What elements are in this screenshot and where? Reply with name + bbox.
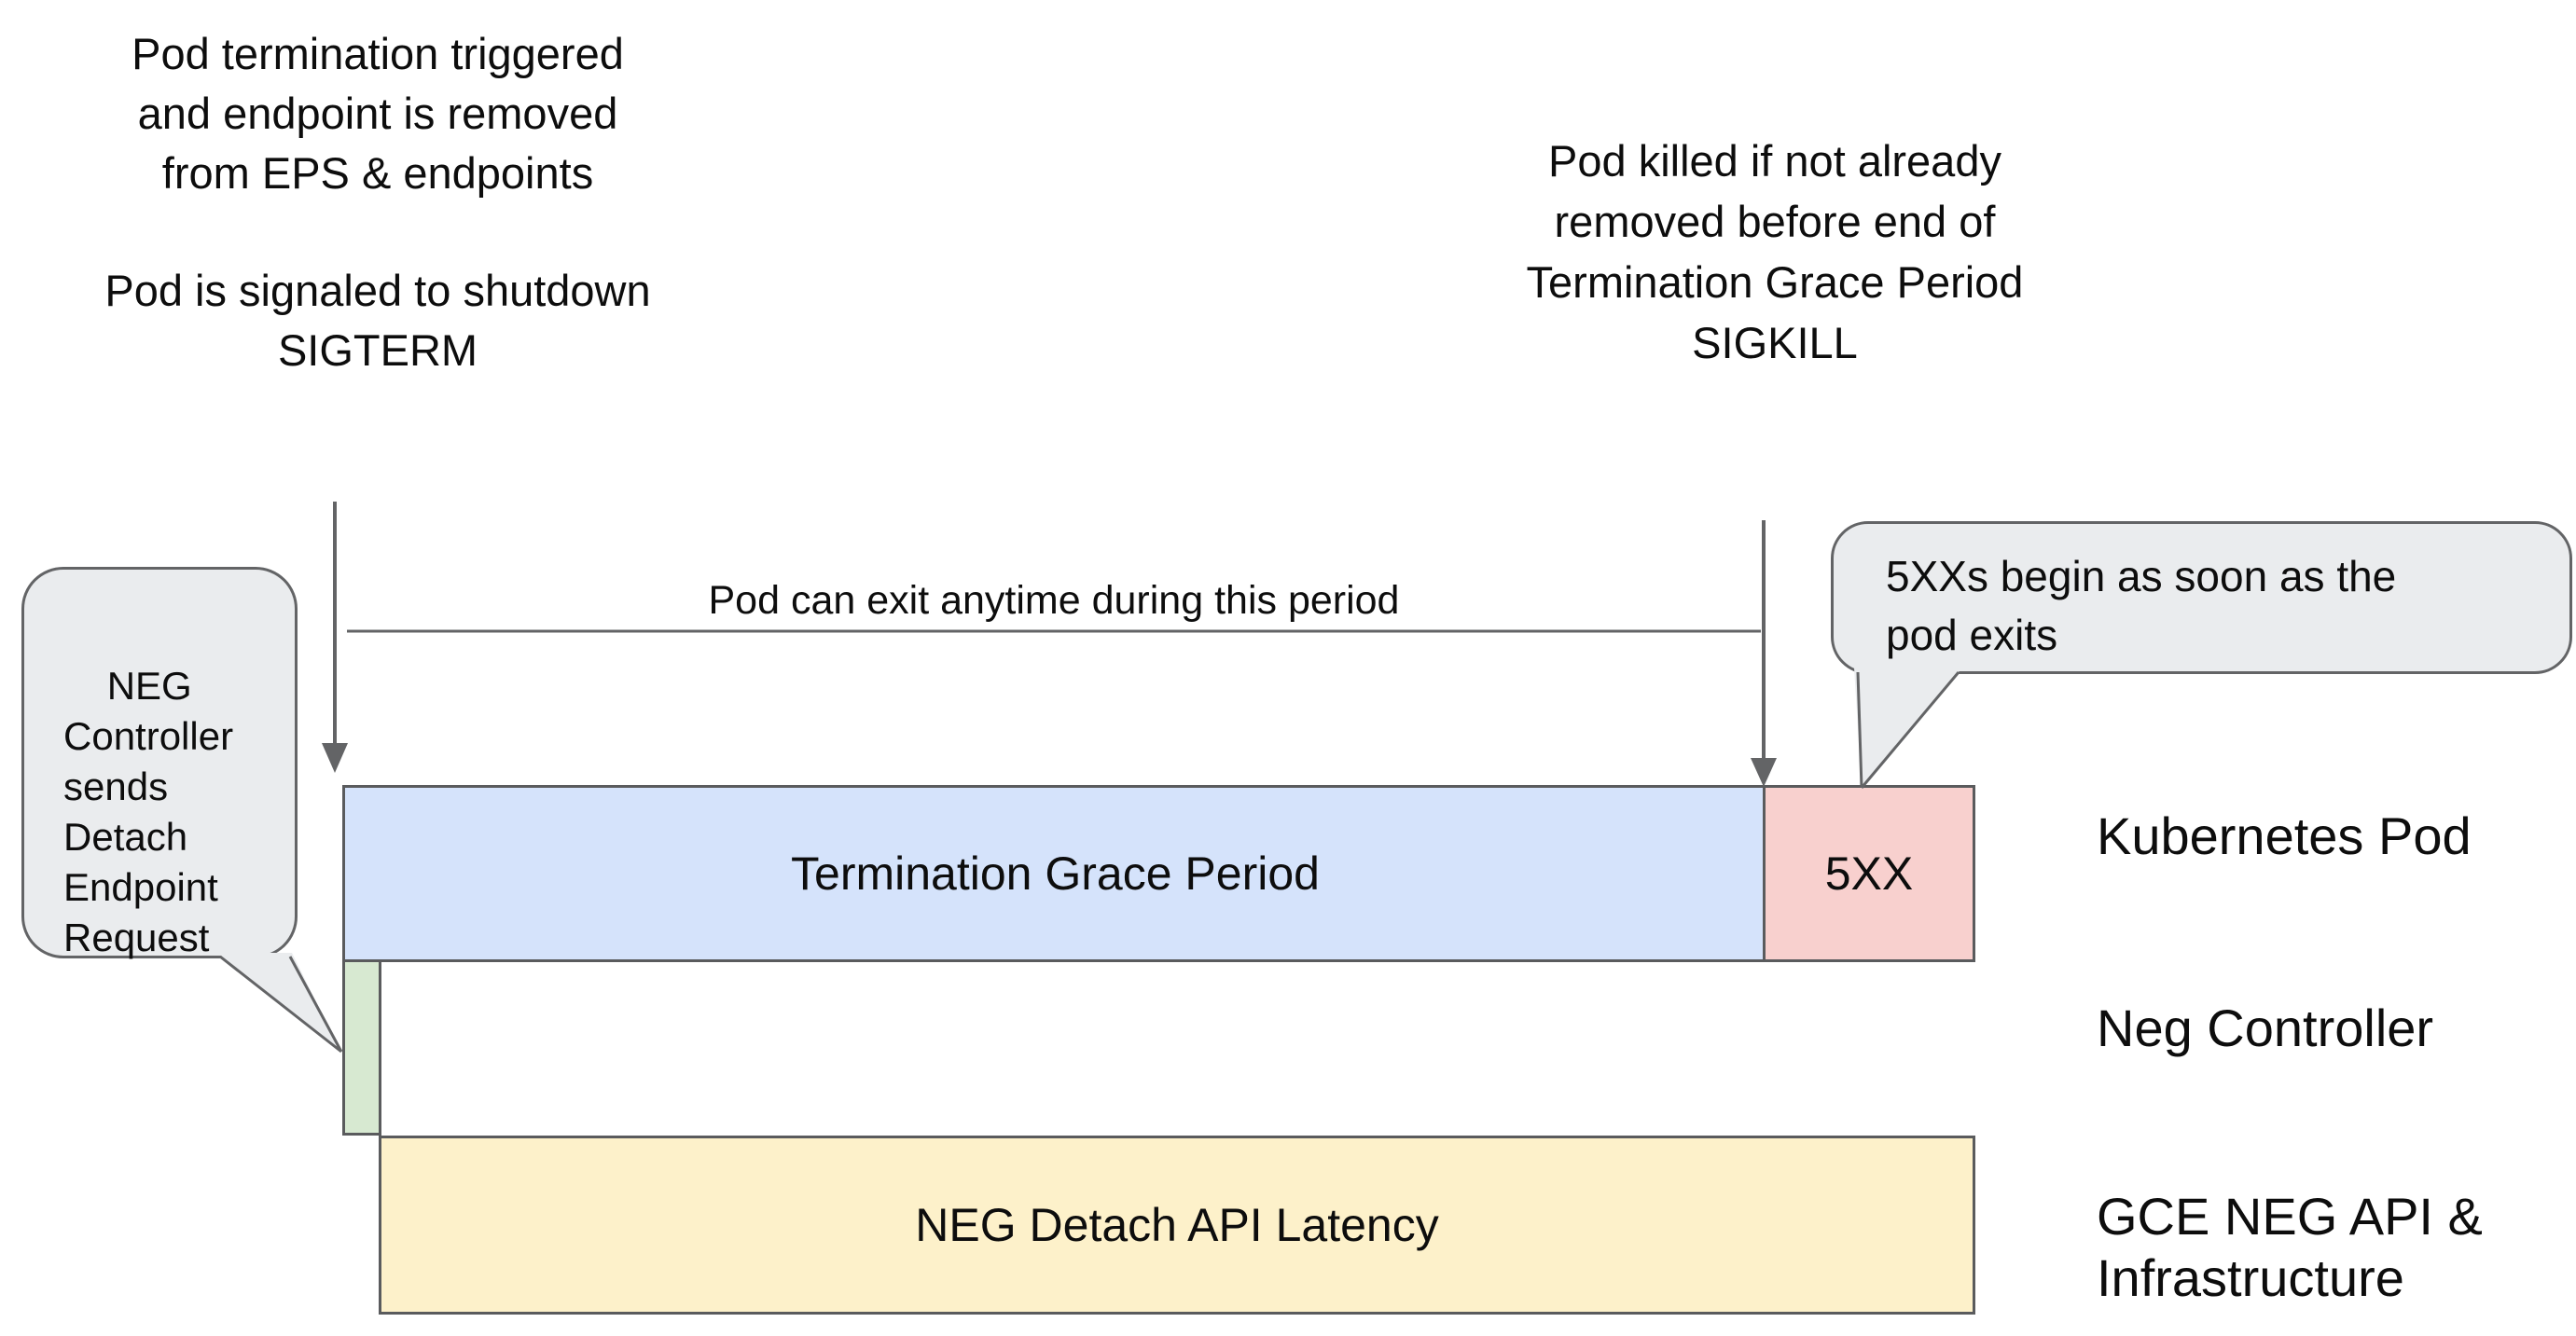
row-label-kubernetes-pod: Kubernetes Pod <box>2097 806 2472 865</box>
sigterm-arrowhead-icon <box>322 743 348 773</box>
annotation-sigterm-text: Pod is signaled to shutdown SIGTERM <box>104 266 651 375</box>
sigkill-arrowhead-icon <box>1751 758 1777 787</box>
callout-left-tail <box>217 953 341 1053</box>
callout-neg-controller-detach: NEG Controller sends Detach Endpoint Req… <box>21 567 298 959</box>
callout-5xx-begin: 5XXs begin as soon as the pod exits <box>1831 521 2572 674</box>
termination-grace-period-label: Termination Grace Period <box>791 847 1320 900</box>
annotation-sigkill-text: Pod killed if not already removed before… <box>1526 136 2024 367</box>
neg-detach-api-latency-label: NEG Detach API Latency <box>915 1199 1439 1251</box>
row-label-gce-neg-api: GCE NEG API & Infrastructure <box>2097 1187 2483 1307</box>
callout-left-tail-edge <box>219 955 343 1054</box>
termination-grace-period-bar: Termination Grace Period <box>342 785 1766 962</box>
callout-right-tail <box>1854 668 1962 789</box>
annotation-pod-termination-text: Pod termination triggered and endpoint i… <box>132 29 624 198</box>
callout-neg-controller-detach-text: NEG Controller sends Detach Endpoint Req… <box>63 664 234 959</box>
row-label-neg-controller: Neg Controller <box>2097 999 2434 1057</box>
callout-right-tail-edge <box>1856 671 1960 789</box>
error-5xx-label: 5XX <box>1824 847 1914 900</box>
error-5xx-bar: 5XX <box>1763 785 1975 962</box>
measure-line-label: Pod can exit anytime during this period <box>708 578 1400 623</box>
annotation-pod-termination: Pod termination triggered and endpoint i… <box>65 24 690 380</box>
neg-detach-request-bar <box>342 962 381 1136</box>
neg-detach-api-latency-bar: NEG Detach API Latency <box>379 1136 1975 1315</box>
